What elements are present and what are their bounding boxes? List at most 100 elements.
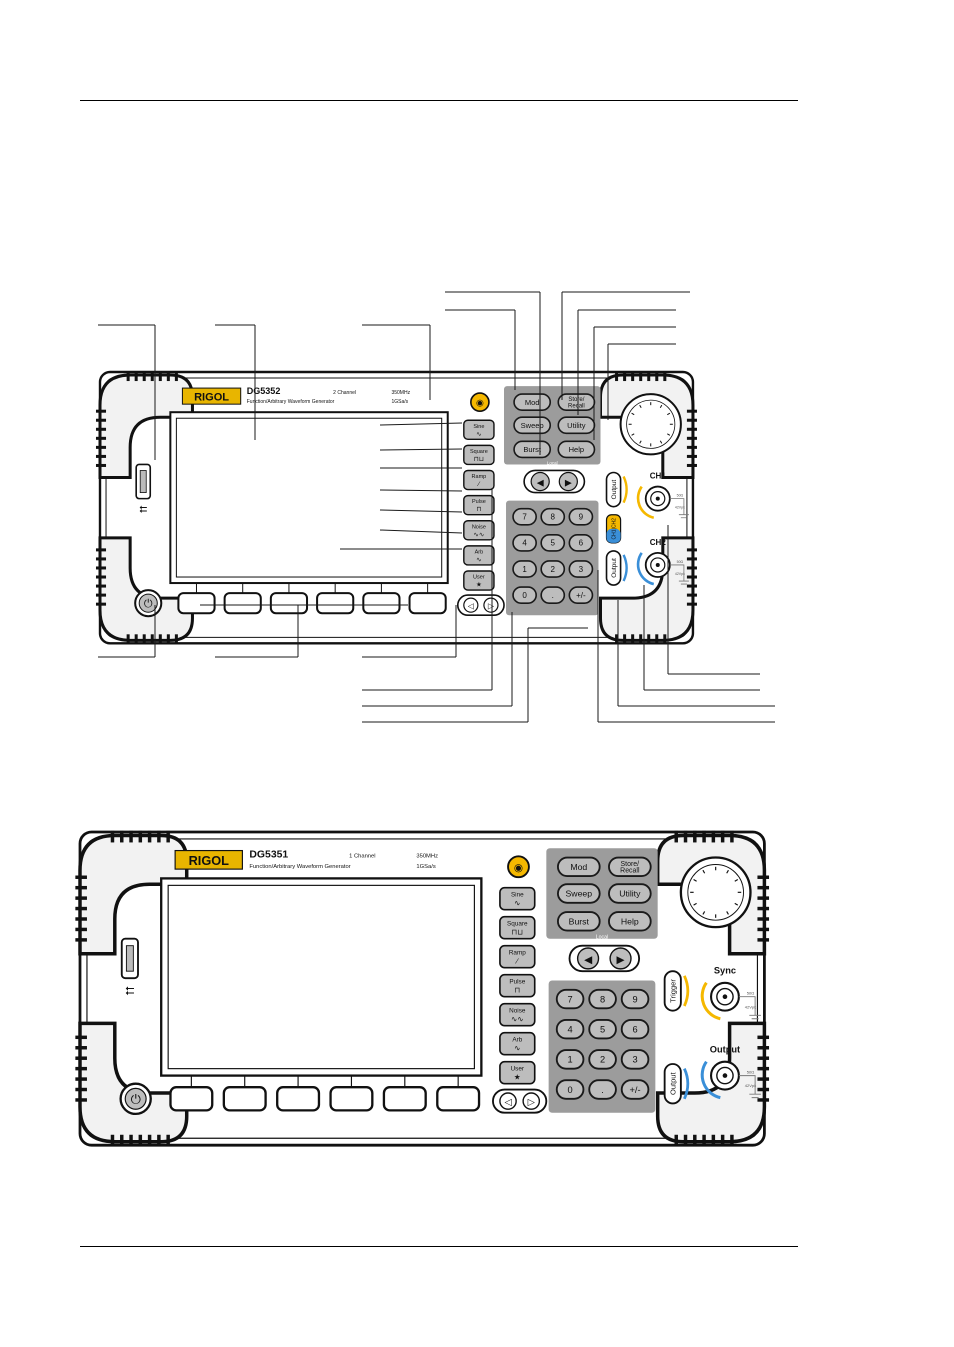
bottom-softkey-4[interactable] [329,1086,374,1112]
bottom-key-9[interactable]: 9 [620,988,650,1010]
bottom-key-8[interactable]: 8 [588,988,617,1010]
top-left-arrow-button[interactable] [530,471,550,492]
bottom-key-3[interactable]: 3 [620,1049,650,1070]
top-wave-key-square[interactable]: Square⊓⊔ [463,444,495,466]
bottom-rotary-knob[interactable] [679,856,752,929]
bottom-page-left-button[interactable] [499,1092,517,1110]
top-output2-button-arc [622,554,628,582]
bottom-softkey-6[interactable] [436,1086,481,1112]
top-softkey-5[interactable] [362,592,401,615]
bottom-key-6[interactable]: 6 [620,1018,650,1040]
top-key-dot[interactable]: . [540,586,566,604]
top-page-left-button[interactable] [463,597,479,613]
top-key-2[interactable]: 2 [540,560,566,578]
top-ch2-connector-pin [655,562,660,567]
wave-key-label: Ramp [509,949,526,956]
bottom-func-key-mod[interactable]: Mod [556,856,601,878]
bottom-wave-key-ramp[interactable]: Ramp∕ [499,944,536,969]
top-knob-inner [626,399,676,449]
bottom-wave-key-noise[interactable]: Noise∿∿ [499,1002,536,1027]
bottom-softkey-5[interactable] [382,1086,427,1112]
top-key-1-label: 1 [522,565,527,574]
top-func-key-burst-body [513,440,552,459]
top-wave-key-user[interactable]: User★ [463,570,495,591]
top-key-7[interactable]: 7 [512,507,537,526]
top-softkey-1[interactable] [177,592,216,615]
bottom-softkey-3[interactable] [276,1086,321,1112]
top-func-key-storerecall[interactable]: Store/Recall [557,393,596,411]
bottom-key-dot[interactable]: . [588,1079,617,1100]
bottom-func-key-utility[interactable]: Utility [608,883,652,904]
top-func-key-burst[interactable]: Burst [513,440,552,459]
top-rotary-knob[interactable] [619,393,682,456]
bottom-wave-key-arb[interactable]: Arb∿ [499,1031,536,1056]
top-output2-button[interactable]: Output [605,550,628,586]
leader-line [379,489,463,492]
top-right-arrow-button[interactable] [558,471,578,492]
bottom-trigger-button[interactable]: Trigger [663,970,690,1012]
top-softkey-6[interactable] [408,592,447,615]
top-softkey-4[interactable] [316,592,355,615]
bottom-key-sign-body [620,1079,650,1100]
bottom-key-sign-label: +/- [630,1085,641,1095]
bottom-spec-rate: 1GSa/s [416,864,435,870]
bottom-sync-connector-note-2: 42Vpk [745,1004,757,1009]
bottom-func-key-mod-label: Mod [570,862,587,872]
wave-key-body [499,1031,536,1056]
bottom-softkey-1[interactable] [169,1086,214,1112]
bottom-key-sign[interactable]: +/- [620,1079,650,1100]
bottom-func-key-burst[interactable]: Burst [556,911,601,932]
bottom-eye-button[interactable] [507,855,530,879]
bottom-local-label: Local [596,935,608,941]
top-key-4[interactable]: 4 [512,534,537,552]
top-key-6[interactable]: 6 [568,534,594,552]
top-func-key-sweep[interactable]: Sweep [513,416,552,435]
bottom-key-5[interactable]: 5 [588,1018,617,1040]
top-eye-button[interactable] [470,392,490,412]
bottom-key-1[interactable]: 1 [555,1049,585,1070]
top-page-right-button[interactable] [483,597,499,613]
top-left-arrow-icon: ◀ [537,478,544,488]
bottom-wave-key-square[interactable]: Square⊓⊔ [499,915,536,940]
bottom-wave-key-sine[interactable]: Sine∿ [499,886,536,911]
top-wave-key-sine[interactable]: Sine∿ [463,419,495,441]
top-key-8[interactable]: 8 [540,507,566,526]
top-key-9[interactable]: 9 [568,507,594,526]
bottom-key-7[interactable]: 7 [555,988,585,1010]
bottom-func-key-sweep[interactable]: Sweep [556,883,601,904]
bottom-wave-key-pulse[interactable]: Pulse⊓ [499,973,536,998]
top-output1-button[interactable]: Output [605,471,628,508]
bottom-left-arrow-button[interactable] [576,947,600,970]
bottom-wave-key-user[interactable]: User★ [499,1060,536,1085]
top-wave-key-pulse[interactable]: Pulse⊓ [463,494,495,516]
top-wave-key-ramp[interactable]: Ramp∕ [463,469,495,491]
bottom-output-button[interactable]: Output [663,1063,690,1105]
top-func-key-help[interactable]: Help [557,440,596,459]
top-key-0[interactable]: 0 [512,586,537,604]
top-key-3[interactable]: 3 [568,560,594,578]
bottom-right-arrow-button[interactable] [609,947,632,970]
top-func-key-mod[interactable]: Mod [513,393,552,411]
bottom-page-right-button[interactable] [522,1092,541,1110]
top-ch-switch-button[interactable]: CH1|CH2 [605,514,622,544]
knob-tick [667,433,671,436]
top-brand-plate [181,387,242,405]
bottom-func-key-storerecall[interactable]: Store/Recall [608,856,652,878]
top-key-1[interactable]: 1 [512,560,537,578]
knob-tick [734,879,739,882]
top-wave-key-noise[interactable]: Noise∿∿ [463,520,495,541]
bottom-func-key-help[interactable]: Help [608,911,652,932]
bottom-key-4[interactable]: 4 [555,1018,585,1040]
bottom-softkey-2[interactable] [222,1086,267,1112]
top-wave-key-arb[interactable]: Arb∿ [463,545,495,566]
wave-key-glyph-icon: ∿ [476,556,482,563]
top-func-key-utility[interactable]: Utility [557,416,596,435]
bottom-key-0[interactable]: 0 [555,1079,585,1100]
top-key-sign[interactable]: +/- [568,586,594,604]
top-softkey-2[interactable] [223,592,262,615]
bottom-key-2[interactable]: 2 [588,1049,617,1070]
top-key-5[interactable]: 5 [540,534,566,552]
top-softkey-3[interactable] [269,592,309,615]
